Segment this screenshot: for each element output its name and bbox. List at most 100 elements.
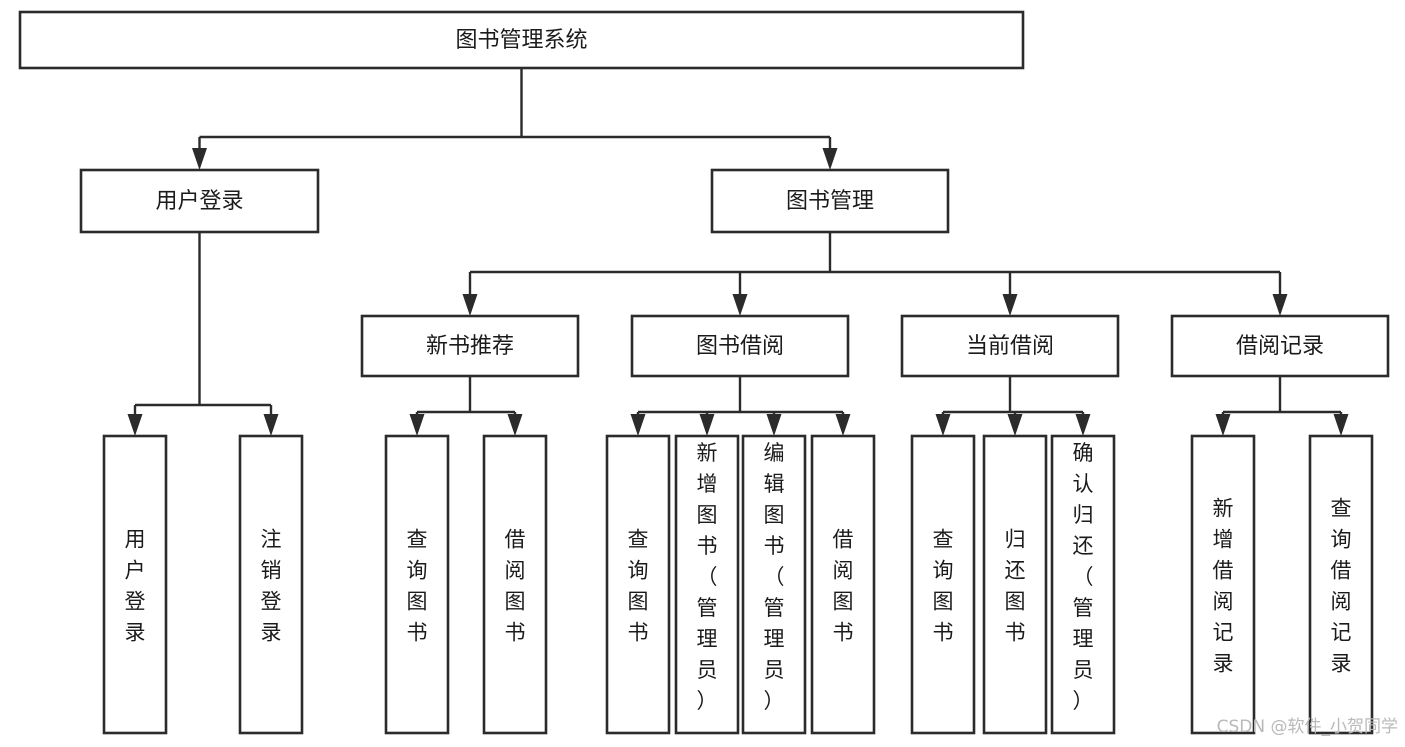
- node-root[interactable]: 图书管理系统: [18, 10, 1025, 70]
- node-label-leaf-query-book-2: 查: [628, 528, 649, 552]
- node-box-leaf-query-book-1: [384, 434, 450, 735]
- user-login-to-leaf-user-logout-arrowhead: [263, 414, 279, 436]
- node-label-leaf-add-record: 增: [1213, 528, 1234, 552]
- node-label-leaf-query-book-3: 书: [933, 621, 954, 645]
- node-label-leaf-confirm-return: 归: [1073, 503, 1094, 527]
- node-label-leaf-confirm-return: 确: [1073, 441, 1094, 465]
- connector-layer: [127, 68, 1349, 436]
- node-label-leaf-query-book-3: 查: [933, 528, 954, 552]
- node-box-book-manage: [710, 168, 950, 234]
- node-label-leaf-add-record: 新: [1213, 497, 1234, 521]
- new-book-rec-to-leaf-borrow-book-1-arrowhead: [507, 414, 523, 436]
- node-label-book-borrow: 图书借阅: [696, 334, 784, 359]
- node-box-leaf-query-book-2: [605, 434, 671, 735]
- node-label-root: 图书管理系统: [455, 28, 587, 53]
- current-borrow-to-leaf-return-book-arrowhead: [1007, 414, 1023, 436]
- node-box-leaf-borrow-book-2: [810, 434, 876, 735]
- node-label-leaf-confirm-return: （: [1073, 565, 1094, 589]
- node-box-leaf-query-record: [1308, 434, 1374, 735]
- node-label-borrow-record: 借阅记录: [1236, 334, 1324, 359]
- node-box-leaf-confirm-return: [1050, 434, 1116, 735]
- node-label-leaf-borrow-book-1: 借: [505, 528, 526, 552]
- book-borrow-to-leaf-borrow-book-2-arrowhead: [835, 414, 851, 436]
- root-to-book-manage-arrowhead: [822, 148, 838, 170]
- book-borrow-to-leaf-query-book-2-arrowhead: [630, 414, 646, 436]
- root-to-user-login-arrowhead: [192, 148, 207, 170]
- node-label-leaf-query-book-1: 图: [407, 590, 428, 614]
- book-borrow-to-leaf-add-book-arrowhead: [699, 414, 715, 436]
- node-box-new-book-rec: [360, 314, 580, 378]
- node-label-leaf-add-book: 增: [697, 472, 718, 496]
- node-box-user-login: [79, 168, 320, 234]
- node-label-leaf-add-record: 借: [1213, 559, 1234, 583]
- node-new-book-rec[interactable]: 新书推荐: [360, 314, 580, 378]
- node-label-leaf-query-book-2: 询: [628, 559, 649, 583]
- node-label-leaf-confirm-return: 员: [1073, 658, 1094, 682]
- node-label-leaf-add-book: 管: [697, 596, 718, 620]
- bookmanage-to-book-borrow-arrowhead: [732, 294, 748, 316]
- node-label-leaf-user-logout: 登: [261, 590, 282, 614]
- user-login-to-leaf-user-login-arrowhead: [127, 414, 143, 436]
- node-label-leaf-add-record: 阅: [1213, 590, 1234, 614]
- node-label-leaf-query-book-3: 图: [933, 590, 954, 614]
- node-label-leaf-add-book: （: [697, 565, 718, 589]
- node-box-book-borrow: [630, 314, 850, 378]
- node-label-leaf-borrow-book-1: 阅: [505, 559, 526, 583]
- node-label-leaf-borrow-book-2: 借: [833, 528, 854, 552]
- node-label-leaf-edit-book: 图: [764, 503, 785, 527]
- current-borrow-to-leaf-query-book-3-arrowhead: [935, 414, 951, 436]
- node-label-leaf-user-login: 录: [125, 621, 146, 645]
- node-label-leaf-query-book-2: 图: [628, 590, 649, 614]
- node-box-leaf-borrow-book-1: [482, 434, 548, 735]
- node-label-leaf-confirm-return: 还: [1073, 534, 1094, 558]
- node-label-new-book-rec: 新书推荐: [426, 334, 514, 359]
- book-borrow-to-leaf-edit-book-arrowhead: [766, 414, 782, 436]
- node-label-leaf-query-book-1: 查: [407, 528, 428, 552]
- node-label-leaf-edit-book: 管: [764, 596, 785, 620]
- node-label-leaf-query-record: 查: [1331, 497, 1352, 521]
- node-label-leaf-user-logout: 销: [261, 559, 282, 583]
- node-box-leaf-add-record: [1190, 434, 1256, 735]
- node-label-leaf-user-login: 用: [125, 528, 146, 552]
- node-label-leaf-query-record: 询: [1331, 528, 1352, 552]
- node-label-leaf-edit-book: 员: [764, 658, 785, 682]
- node-label-leaf-confirm-return: ）: [1073, 689, 1094, 713]
- node-label-leaf-edit-book: （: [764, 565, 785, 589]
- node-box-leaf-user-login: [102, 434, 168, 735]
- node-label-leaf-edit-book: 辑: [764, 472, 785, 496]
- node-label-leaf-borrow-book-2: 书: [833, 621, 854, 645]
- node-box-root: [18, 10, 1025, 70]
- borrow-record-to-leaf-query-record-arrowhead: [1333, 414, 1349, 436]
- node-label-leaf-add-book: 理: [697, 627, 718, 651]
- node-label-leaf-user-logout: 注: [261, 528, 282, 552]
- node-label-leaf-query-record: 阅: [1331, 590, 1352, 614]
- node-box-leaf-return-book: [982, 434, 1048, 735]
- node-label-leaf-add-record: 记: [1213, 621, 1234, 645]
- node-box-borrow-record: [1170, 314, 1390, 378]
- node-current-borrow[interactable]: 当前借阅: [900, 314, 1120, 378]
- node-book-borrow[interactable]: 图书借阅: [630, 314, 850, 378]
- node-book-manage[interactable]: 图书管理: [710, 168, 950, 234]
- node-borrow-record[interactable]: 借阅记录: [1170, 314, 1390, 378]
- node-leaf-user-login[interactable]: 用户登录: [102, 434, 168, 735]
- node-user-login[interactable]: 用户登录: [79, 168, 320, 234]
- node-box-leaf-query-book-3: [910, 434, 976, 735]
- node-label-leaf-return-book: 归: [1005, 528, 1026, 552]
- node-label-leaf-confirm-return: 认: [1073, 472, 1094, 496]
- node-label-leaf-query-book-3: 询: [933, 559, 954, 583]
- node-label-leaf-edit-book: ）: [764, 689, 785, 713]
